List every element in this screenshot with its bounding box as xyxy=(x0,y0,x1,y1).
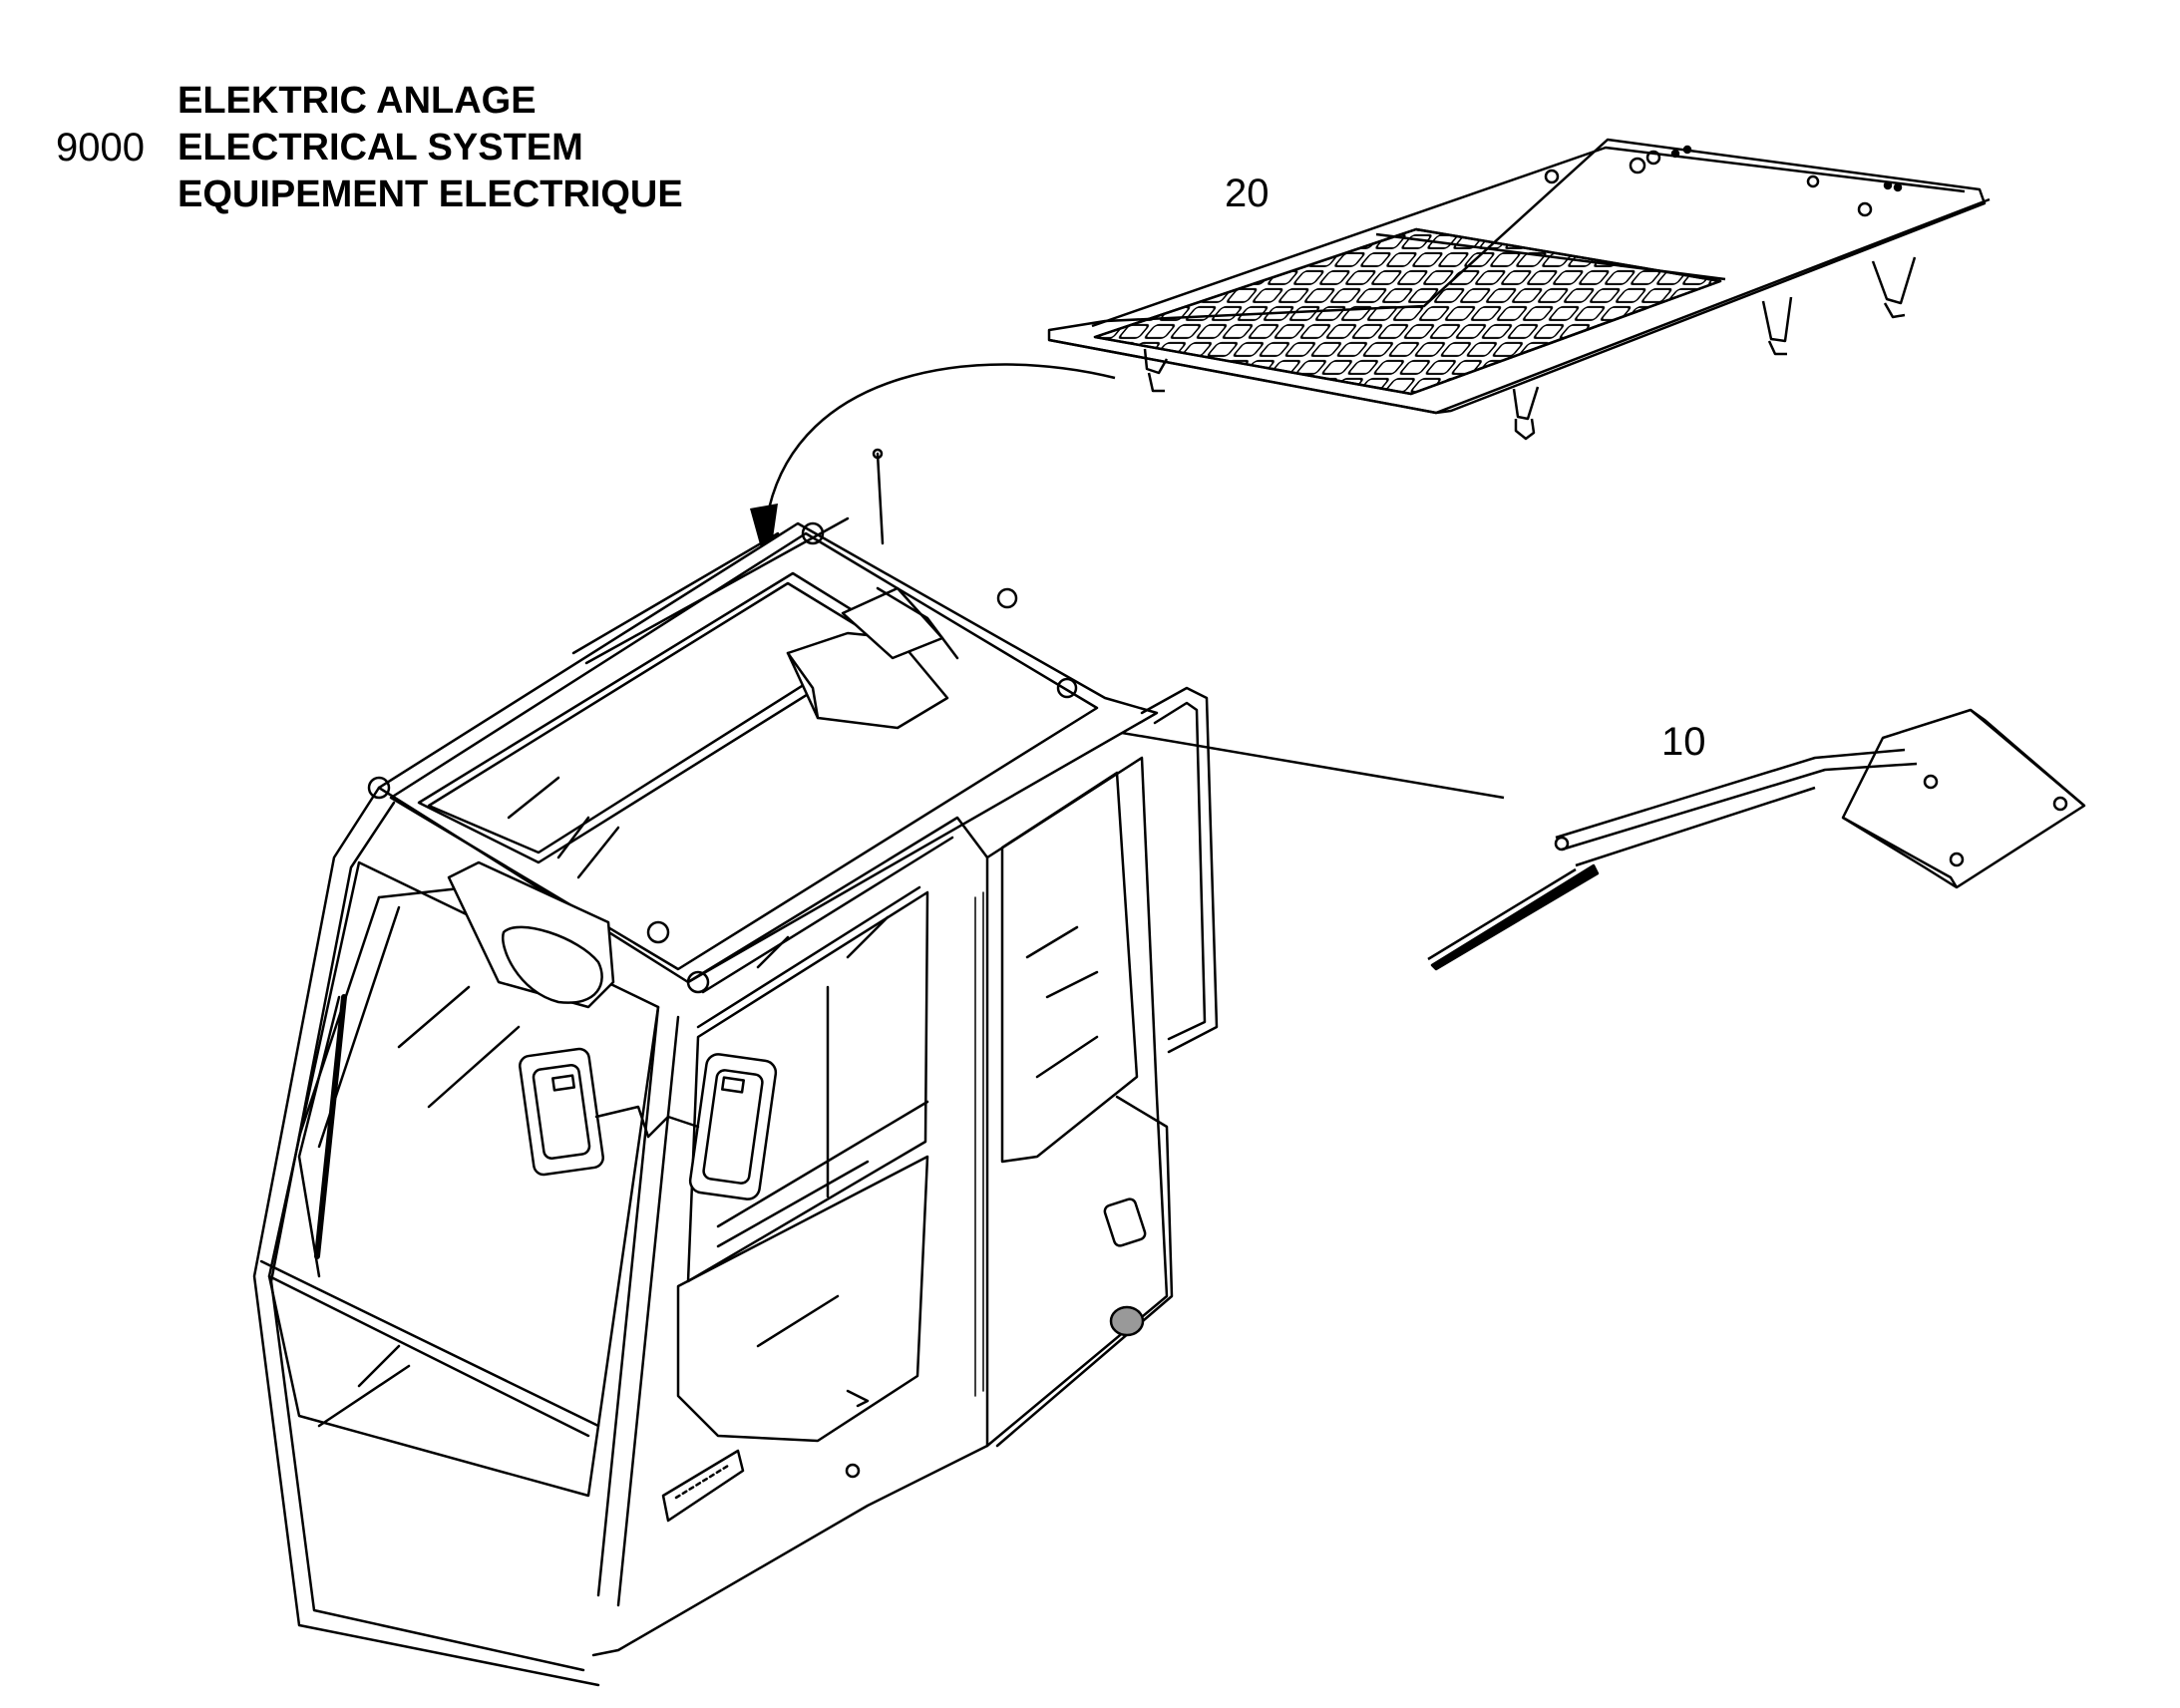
left-mirror xyxy=(519,1048,648,1177)
wiper-assembly xyxy=(1428,710,2084,969)
callout-20-label: 20 xyxy=(1225,171,1270,215)
section-titles: ELEKTRIC ANLAGE ELECTRICAL SYSTEM EQUIPE… xyxy=(178,78,683,218)
assembly-arrow xyxy=(750,365,1115,573)
title-english: ELECTRICAL SYSTEM xyxy=(178,127,583,169)
right-mirror xyxy=(648,1053,777,1200)
title-french: EQUIPEMENT ELECTRIQUE xyxy=(178,173,683,215)
operator-cab xyxy=(254,450,1217,1685)
section-code: 9000 xyxy=(56,126,145,170)
roof-guard-panel xyxy=(1049,140,1990,439)
callout-10-label: 10 xyxy=(1661,720,1706,764)
work-light xyxy=(449,862,613,1007)
title-german: ELEKTRIC ANLAGE xyxy=(178,80,537,122)
